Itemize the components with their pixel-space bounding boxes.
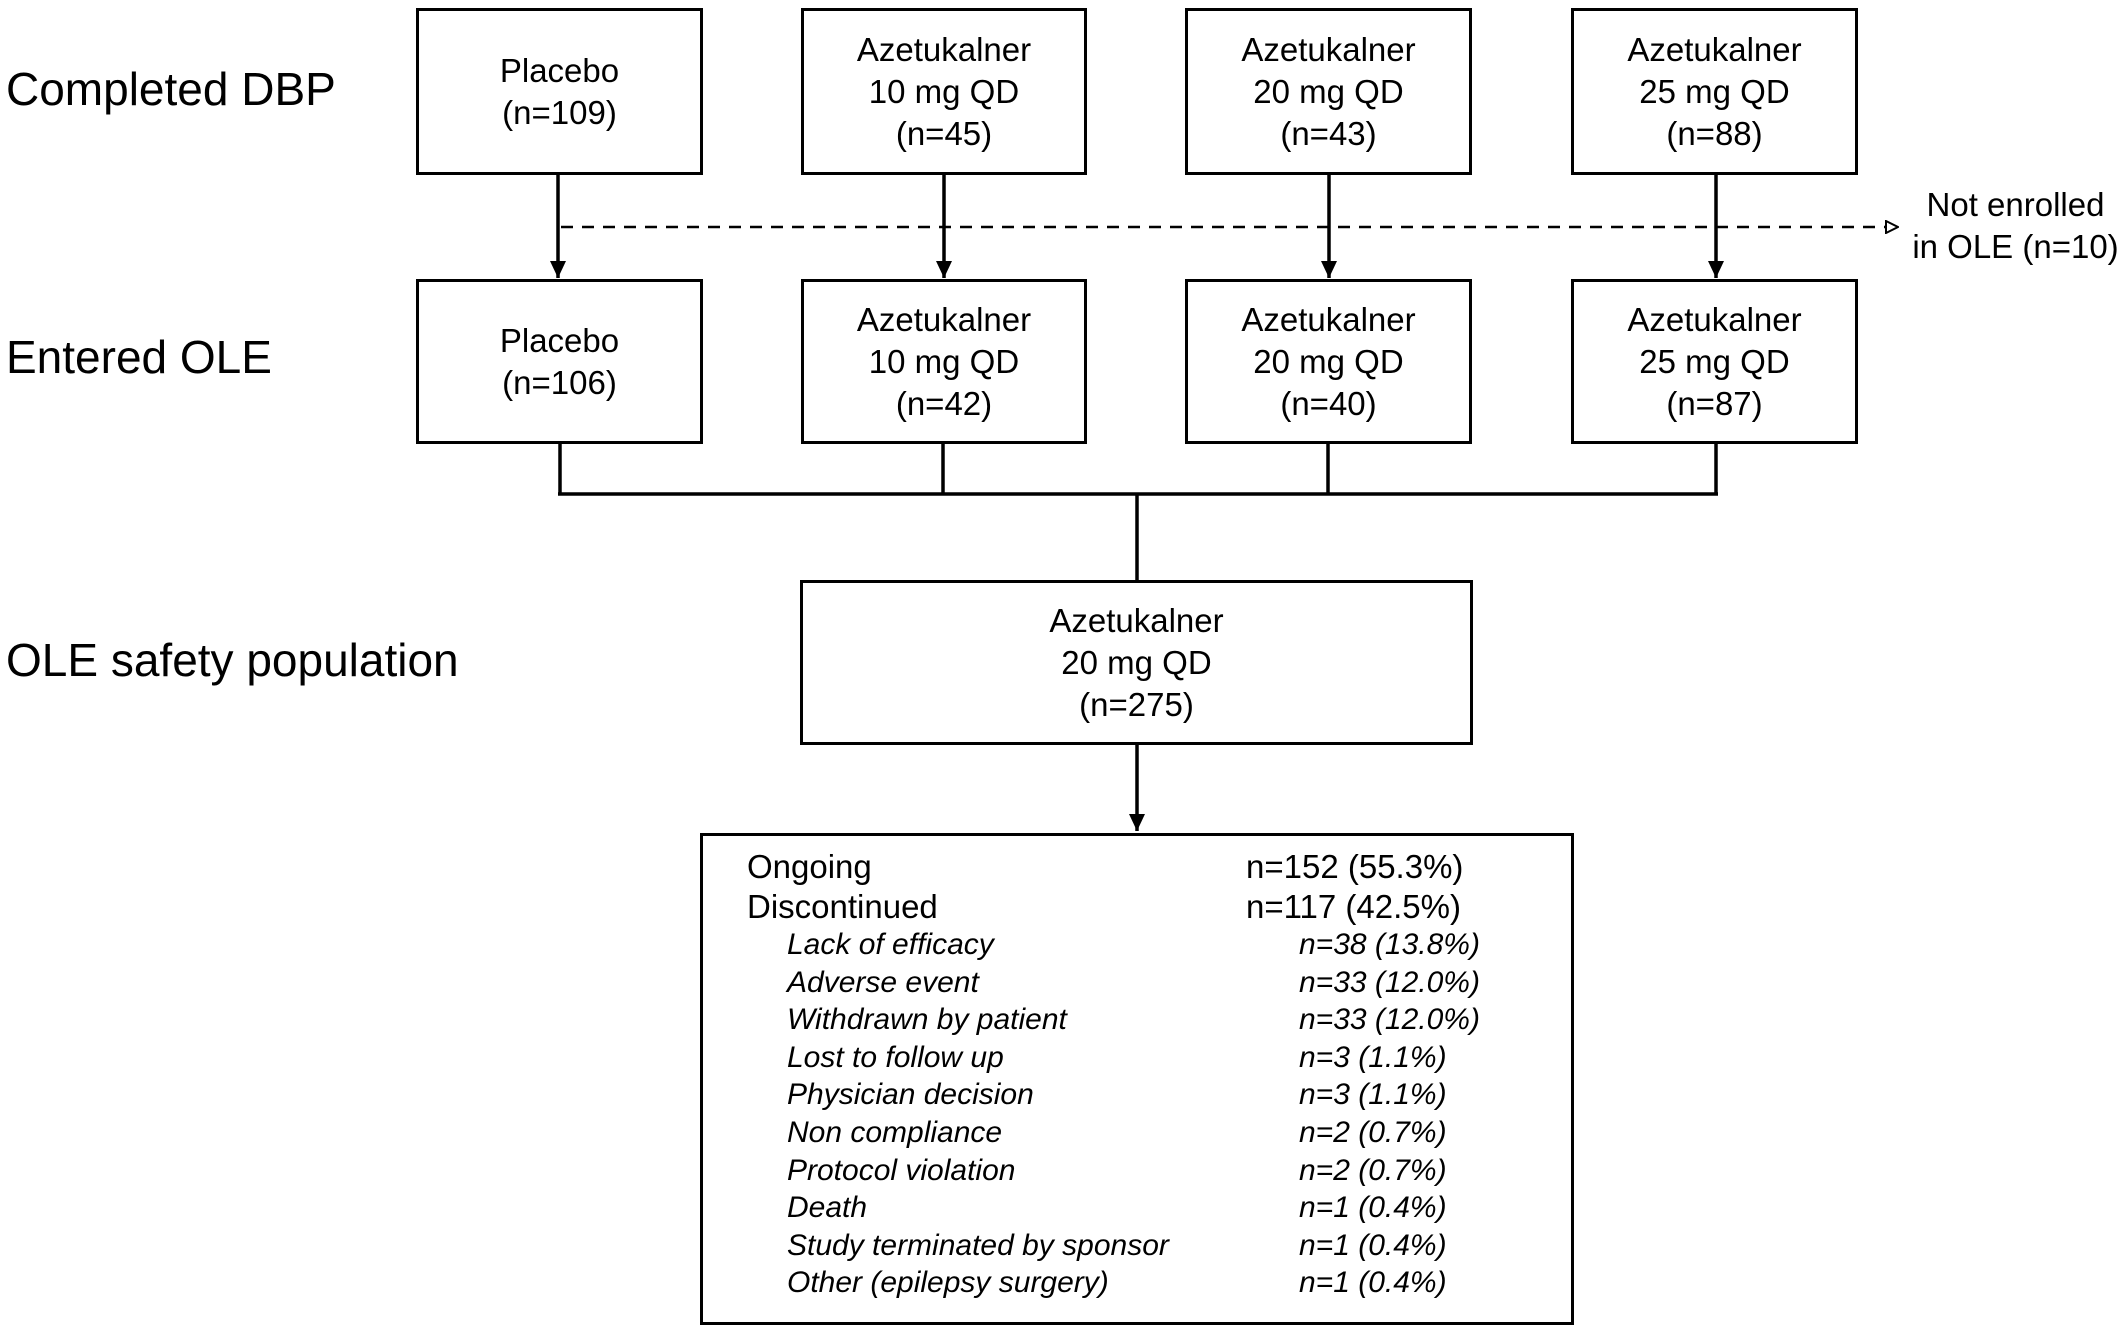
box-line: Azetukalner: [856, 30, 1032, 68]
box-line: (n=88): [1666, 114, 1763, 152]
reason-label: Adverse event: [787, 965, 979, 999]
box-line: 10 mg QD: [868, 342, 1020, 380]
reason-value: n=1 (0.4%): [1299, 1228, 1447, 1262]
note-line: Not enrolled: [1926, 186, 2105, 223]
box-line: Azetukalner: [1627, 30, 1802, 68]
box-line: Azetukalner: [1241, 30, 1416, 68]
box-line: (n=106): [502, 363, 617, 401]
reason-value: n=33 (12.0%): [1299, 1003, 1480, 1037]
reason-label: Study terminated by sponsor: [787, 1228, 1169, 1262]
reason-label: Withdrawn by patient: [787, 1003, 1067, 1037]
outcome-box: Ongoing n=152 (55.3%) Discontinued n=117…: [700, 833, 1574, 1325]
reason-value: n=1 (0.4%): [1299, 1266, 1447, 1300]
reason-label: Lost to follow up: [787, 1040, 1004, 1074]
reason-label: Other (epilepsy surgery): [787, 1266, 1109, 1300]
box-line: (n=275): [1079, 685, 1194, 723]
reason-label: Protocol violation: [787, 1153, 1016, 1187]
box-line: 25 mg QD: [1639, 342, 1790, 380]
box-line: Placebo: [499, 51, 620, 89]
outcome-label-discontinued: Discontinued: [747, 888, 938, 925]
outcome-value-discontinued: n=117 (42.5%): [1246, 888, 1461, 925]
box-line: 20 mg QD: [1253, 342, 1404, 380]
dbp-placebo-box: Placebo (n=109): [416, 8, 703, 175]
box-line: Azetukalner: [1627, 300, 1802, 338]
row-label-ole-safety-population: OLE safety population: [6, 634, 459, 686]
box-line: 25 mg QD: [1639, 72, 1790, 110]
reason-label: Non compliance: [787, 1116, 1003, 1149]
box-line: (n=45): [895, 114, 993, 152]
ole-10mg-box: Azetukalner 10 mg QD (n=42): [801, 279, 1087, 444]
outcome-value-ongoing: n=152 (55.3%): [1246, 848, 1464, 885]
reason-value: n=1 (0.4%): [1299, 1191, 1447, 1225]
safety-population-box: Azetukalner 20 mg QD (n=275): [800, 580, 1473, 745]
ole-20mg-box: Azetukalner 20 mg QD (n=40): [1185, 279, 1472, 444]
ole-placebo-box: Placebo (n=106): [416, 279, 703, 444]
reason-value: n=3 (1.1%): [1299, 1040, 1447, 1074]
ole-25mg-box: Azetukalner 25 mg QD (n=87): [1571, 279, 1858, 444]
box-line: Azetukalner: [1241, 300, 1416, 338]
box-line: Azetukalner: [856, 300, 1032, 338]
box-line: 10 mg QD: [868, 72, 1020, 110]
box-line: (n=87): [1666, 384, 1763, 422]
note-line: in OLE (n=10): [1912, 228, 2119, 265]
dbp-25mg-box: Azetukalner 25 mg QD (n=88): [1571, 8, 1858, 175]
box-line: 20 mg QD: [1061, 643, 1212, 681]
reason-value: n=2 (0.7%): [1299, 1116, 1447, 1149]
row-label-entered-ole: Entered OLE: [6, 331, 272, 383]
box-line: (n=40): [1280, 384, 1377, 422]
reason-value: n=2 (0.7%): [1299, 1153, 1447, 1187]
box-line: 20 mg QD: [1253, 72, 1404, 110]
dbp-10mg-box: Azetukalner 10 mg QD (n=45): [801, 8, 1087, 175]
reason-label: Physician decision: [787, 1078, 1034, 1112]
dbp-20mg-box: Azetukalner 20 mg QD (n=43): [1185, 8, 1472, 175]
row-label-completed-dbp: Completed DBP: [6, 63, 336, 115]
reason-value: n=38 (13.8%): [1299, 928, 1480, 961]
reason-label: Lack of efficacy: [787, 928, 994, 961]
reason-label: Death: [787, 1191, 868, 1225]
box-line: (n=42): [895, 384, 993, 422]
box-line: Placebo: [499, 321, 620, 359]
box-line: Azetukalner: [1049, 601, 1224, 639]
box-line: (n=43): [1280, 114, 1377, 152]
reason-value: n=33 (12.0%): [1299, 965, 1480, 999]
outcome-label-ongoing: Ongoing: [747, 848, 872, 885]
reason-value: n=3 (1.1%): [1299, 1078, 1447, 1112]
box-line: (n=109): [502, 93, 617, 131]
not-enrolled-note: Not enrolled in OLE (n=10): [1908, 184, 2123, 268]
